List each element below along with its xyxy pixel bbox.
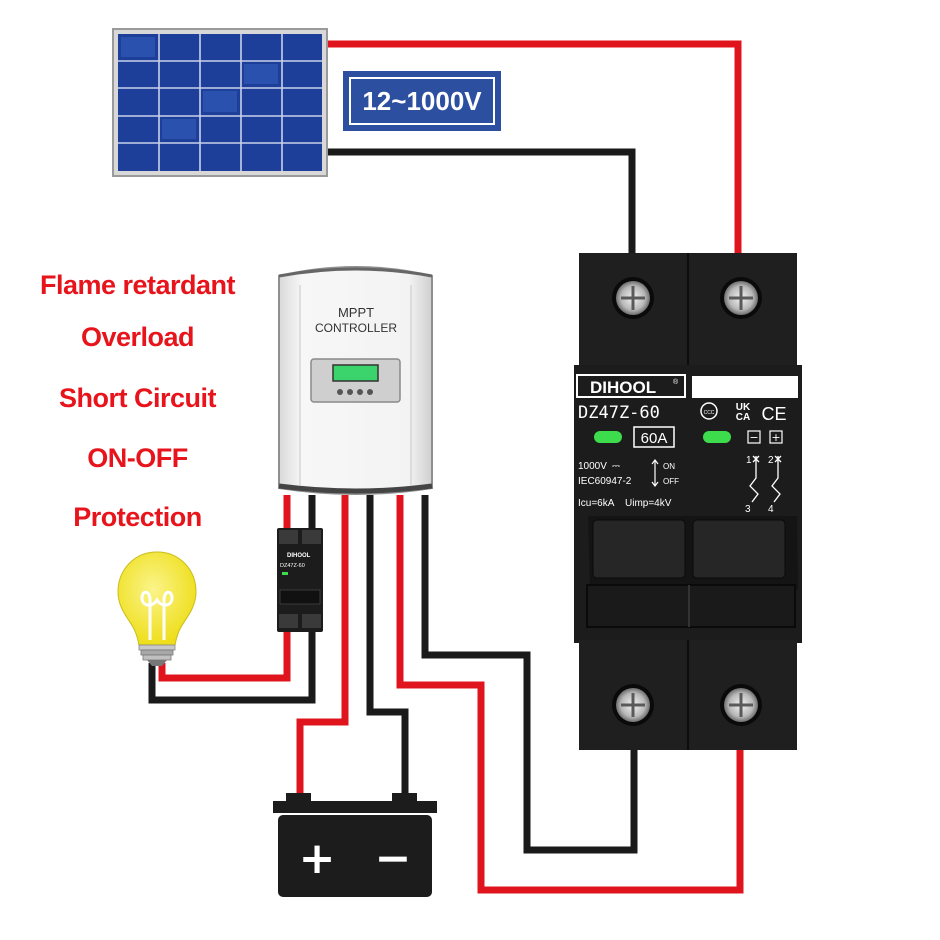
- breaker-dc-symbol: ⎓: [612, 461, 620, 472]
- voltage-label: 12~1000V: [349, 77, 495, 125]
- breaker-brand: DIHOOL: [590, 378, 656, 397]
- wire-panel-negative: [322, 148, 636, 258]
- small-breaker-model: DZ47Z-60: [280, 563, 305, 569]
- wire-panel-positive: [322, 40, 742, 258]
- breaker-rating: 60A: [641, 430, 668, 447]
- wire-bulb-positive: [158, 628, 291, 682]
- breaker-voltage: 1000V: [578, 461, 607, 472]
- breaker-standard: IEC60947-2: [578, 476, 632, 487]
- wire-battery-negative: [366, 495, 409, 798]
- small-breaker: DIHOOL DZ47Z-60: [277, 528, 323, 632]
- solar-panel: [112, 28, 328, 177]
- feature-short-circuit: Short Circuit: [58, 383, 217, 413]
- battery-plus-sign: +: [299, 833, 336, 884]
- breaker-uimp: Uimp=4kV: [625, 498, 672, 509]
- polarity-plus: +: [771, 431, 780, 444]
- mppt-controller: MPPT CONTROLLER: [278, 266, 433, 495]
- wire-bulb-negative: [148, 628, 316, 704]
- ce-mark: CE: [761, 404, 786, 424]
- feature-overload: Overload: [80, 322, 195, 352]
- pole-label-4: 4: [768, 504, 774, 515]
- terminal-screw-top-right-icon: [720, 277, 762, 319]
- pole-label-1: 1: [746, 455, 752, 466]
- dc-breaker: DIHOOL ® DZ47Z-60 CCC UK CA CE 60A − + 1…: [574, 253, 802, 750]
- battery-minus-sign: −: [375, 833, 412, 884]
- controller-lcd-screen: [332, 364, 379, 382]
- ukca-mark-top: UK: [736, 402, 751, 413]
- ccc-mark-text: CCC: [704, 410, 715, 416]
- controller-label-mppt: MPPT: [338, 305, 374, 320]
- breaker-blank-label: [692, 376, 798, 398]
- light-bulb-icon: [117, 551, 197, 666]
- controller-label-controller: CONTROLLER: [315, 321, 397, 335]
- wire-battery-positive: [296, 495, 349, 798]
- wire-pv-out-negative: [421, 495, 638, 854]
- ukca-mark-bottom: CA: [736, 412, 750, 423]
- battery-icon: + −: [273, 793, 437, 897]
- breaker-registered-mark: ®: [673, 378, 679, 386]
- breaker-on-label: ON: [663, 462, 675, 471]
- polarity-minus: −: [749, 431, 758, 444]
- ccc-mark-icon: [700, 402, 718, 420]
- small-breaker-brand: DIHOOL: [287, 553, 311, 559]
- wire-pv-out-positive: [396, 495, 744, 894]
- breaker-model: DZ47Z-60: [578, 403, 660, 423]
- voltage-label-box: 12~1000V: [343, 71, 501, 131]
- feature-protection: Protection: [73, 502, 202, 532]
- solar-panel-grid: [118, 34, 322, 171]
- pole-label-3: 3: [745, 504, 751, 515]
- terminal-screw-bottom-left-icon: [612, 684, 654, 726]
- terminal-screw-top-left-icon: [612, 277, 654, 319]
- wires: [148, 40, 744, 894]
- terminal-screw-bottom-right-icon: [720, 684, 762, 726]
- breaker-icu: Icu=6kA: [578, 498, 615, 509]
- breaker-off-label: OFF: [663, 477, 679, 486]
- feature-on-off: ON-OFF: [87, 443, 188, 473]
- breaker-toggle-levers[interactable]: [586, 516, 798, 628]
- pole-label-2: 2: [768, 455, 774, 466]
- feature-flame-retardant: Flame retardant: [39, 270, 236, 300]
- indicator-left: [594, 431, 622, 443]
- indicator-right: [703, 431, 731, 443]
- controller-buttons: [337, 389, 373, 395]
- breaker-circuit-symbol-icon: [749, 455, 782, 503]
